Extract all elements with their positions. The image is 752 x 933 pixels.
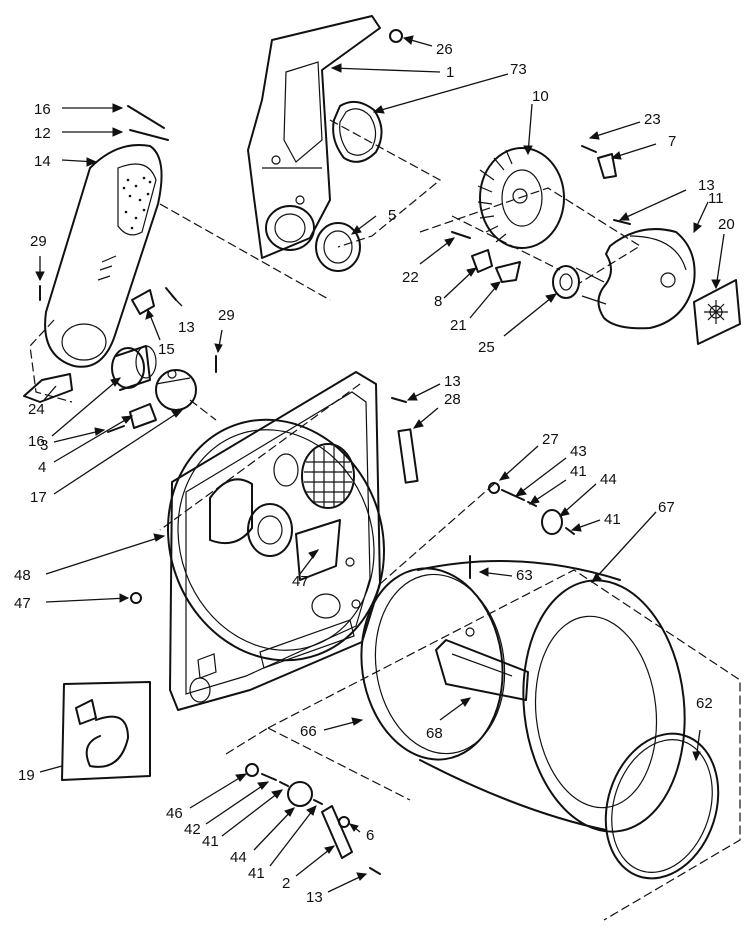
callout-28: 28	[444, 391, 461, 408]
washer-27-part	[488, 482, 500, 494]
heater-duct-part	[44, 144, 163, 368]
screw-47-part	[130, 592, 142, 604]
callout-63: 63	[516, 567, 533, 584]
callout-14: 14	[34, 153, 51, 170]
bearing-44-rear-part	[541, 509, 563, 535]
callout-62: 62	[696, 695, 713, 712]
callout-22: 22	[402, 269, 419, 286]
callout-8: 8	[434, 293, 442, 310]
duct-ring-part	[315, 222, 361, 272]
callout-47-left: 47	[14, 595, 31, 612]
callout-41-front-b: 41	[248, 865, 265, 882]
callout-3: 3	[40, 437, 48, 454]
callout-29-mid: 29	[218, 307, 235, 324]
bearing-44-front-part	[287, 781, 313, 807]
callout-15: 15	[158, 341, 175, 358]
blower-housing-part	[575, 228, 696, 330]
callout-11: 11	[708, 190, 724, 207]
callout-4: 4	[38, 459, 46, 476]
drum-part	[360, 560, 686, 833]
ring-41-front2-part	[313, 799, 323, 805]
callout-13-heater: 13	[178, 319, 195, 336]
callout-29-left: 29	[30, 233, 47, 250]
top-duct-part	[247, 15, 381, 259]
callout-24: 24	[28, 401, 45, 418]
blower-wheel-part	[477, 147, 565, 249]
leader-lines	[35, 35, 725, 893]
blower-seal-part	[552, 265, 580, 299]
drum-seal-part	[604, 732, 720, 880]
duct-seal-part	[332, 100, 383, 163]
screw-23-part	[581, 145, 597, 153]
ring-41-front-part	[279, 781, 289, 787]
strip-28-part	[397, 428, 419, 484]
ring-41-rear2-part	[565, 527, 575, 535]
callout-41-rear-a: 41	[570, 463, 587, 480]
callout-46: 46	[166, 805, 183, 822]
shaft-42-part	[261, 773, 277, 781]
screw-16-top-part	[127, 105, 165, 129]
callout-44-front: 44	[230, 849, 247, 866]
label-plate-20-part	[693, 279, 741, 345]
callout-26: 26	[436, 41, 453, 58]
callout-43: 43	[570, 443, 587, 460]
callout-42: 42	[184, 821, 201, 838]
callout-16-top: 16	[34, 101, 51, 118]
washer-46-part	[245, 763, 259, 777]
callout-7: 7	[668, 133, 676, 150]
callout-13-front: 13	[306, 889, 323, 906]
callout-labels: 26 1 73 10 23 7 13 11 20 16 12 14 5 22 8…	[14, 41, 735, 906]
screw-13-bulkhead-part	[391, 397, 407, 403]
callout-17: 17	[30, 489, 47, 506]
clip-15-part	[131, 289, 155, 315]
callout-19: 19	[18, 767, 35, 784]
callout-5: 5	[388, 207, 396, 224]
wiring-kit-part	[61, 681, 151, 781]
callout-41-rear-b: 41	[604, 511, 621, 528]
callout-66: 66	[300, 723, 317, 740]
heater-can-part	[111, 345, 157, 391]
holder-17-part	[129, 403, 157, 429]
callout-13-bulkhead: 13	[444, 373, 461, 390]
screw-16-low-part	[107, 425, 125, 433]
callout-21: 21	[450, 317, 467, 334]
callout-73: 73	[510, 61, 527, 78]
clip-21-part	[495, 261, 521, 283]
screw-22-part	[451, 231, 471, 239]
callout-16-low: 16	[28, 433, 45, 450]
thermostat-part	[155, 369, 197, 411]
callout-67: 67	[658, 499, 675, 516]
clip-12-part	[129, 129, 169, 141]
screw-13-front-part	[369, 867, 381, 875]
callout-23: 23	[644, 111, 661, 128]
screw-13-top-part	[613, 219, 631, 225]
callout-13-blower: 13	[698, 177, 715, 194]
callout-10: 10	[532, 88, 549, 105]
callout-2: 2	[282, 875, 290, 892]
callout-47-bulkhead: 47	[292, 573, 309, 590]
callout-20: 20	[718, 216, 735, 233]
clip-8-part	[471, 249, 493, 273]
screw-26-part	[389, 29, 403, 43]
callout-25: 25	[478, 339, 495, 356]
callout-27: 27	[542, 431, 559, 448]
callout-48: 48	[14, 567, 31, 584]
callout-1: 1	[446, 64, 454, 81]
clip-7-part	[597, 153, 617, 179]
callout-12: 12	[34, 125, 51, 142]
callout-68: 68	[426, 725, 443, 742]
support-2-part	[321, 805, 353, 859]
callout-41-front-a: 41	[202, 833, 219, 850]
shaft-43-part	[501, 489, 525, 501]
bracket-24-part	[23, 373, 73, 403]
screw-6-part	[338, 816, 350, 828]
callout-44-rear: 44	[600, 471, 617, 488]
callout-6: 6	[366, 827, 374, 844]
